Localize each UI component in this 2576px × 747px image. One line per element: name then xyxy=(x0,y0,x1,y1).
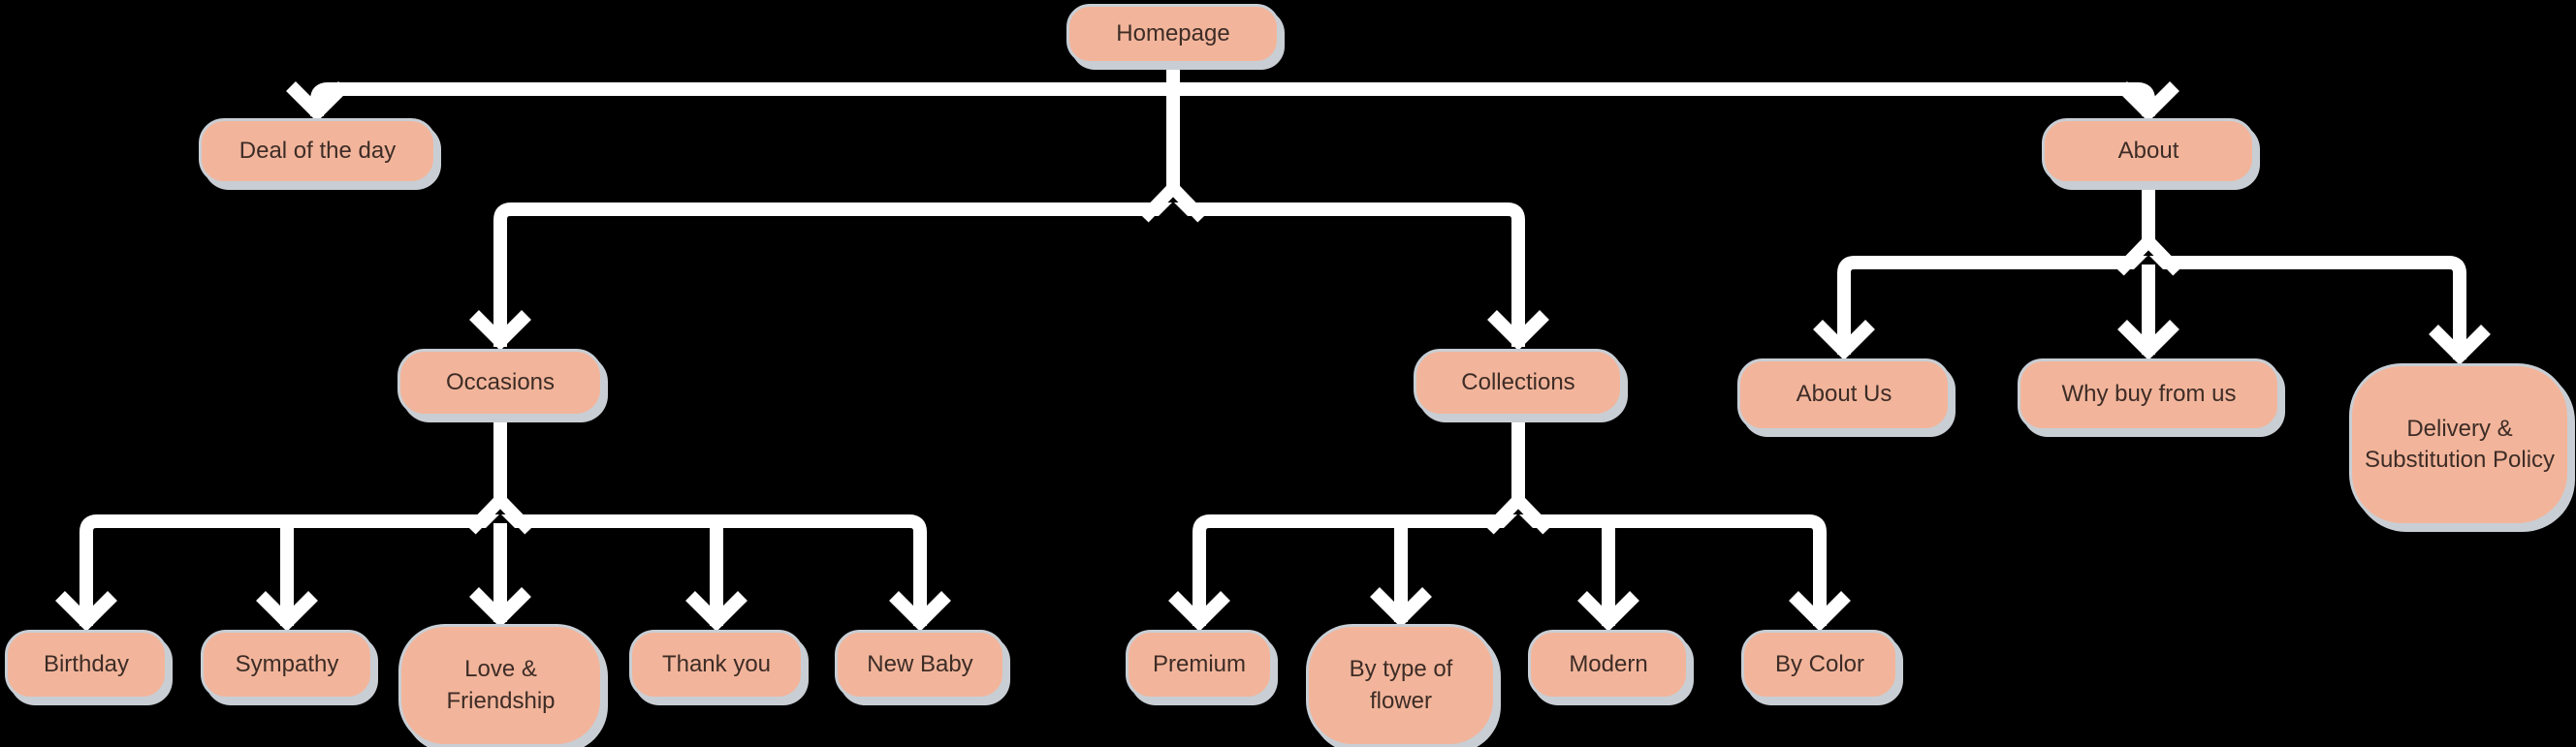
junction-tent xyxy=(1139,178,1207,223)
node-sympathy[interactable]: Sympathy xyxy=(201,630,373,700)
edge-level2-line xyxy=(493,202,1525,347)
node-label: About xyxy=(2117,137,2179,164)
arrowhead xyxy=(469,587,531,628)
node-new-baby[interactable]: New Baby xyxy=(835,630,1005,700)
node-modern[interactable]: Modern xyxy=(1528,630,1689,700)
junction-notch xyxy=(2133,255,2164,270)
arrowhead xyxy=(2429,325,2491,365)
node-label: New Baby xyxy=(867,650,973,677)
arrowhead xyxy=(2117,81,2179,122)
node-label: Premium xyxy=(1152,650,1246,677)
junction-tent xyxy=(1484,490,1552,535)
node-label: Delivery & Substitution Policy xyxy=(2364,415,2556,473)
junction-notch xyxy=(485,514,516,529)
arrowhead xyxy=(1370,587,1432,628)
node-label: Modern xyxy=(1569,650,1648,677)
junction-tent xyxy=(2115,232,2182,276)
node-collections[interactable]: Collections xyxy=(1414,349,1623,417)
arrowhead xyxy=(2117,320,2179,360)
arrowhead xyxy=(685,591,747,632)
node-label: Collections xyxy=(1461,368,1575,395)
arrowhead xyxy=(1168,591,1230,632)
node-label: Occasions xyxy=(445,368,556,395)
node-label: Sympathy xyxy=(235,650,339,677)
arrowhead xyxy=(889,591,951,632)
node-homepage[interactable]: Homepage xyxy=(1066,4,1280,64)
node-about[interactable]: About xyxy=(2042,118,2255,184)
node-birthday[interactable]: Birthday xyxy=(5,630,168,700)
node-label: By type of flower xyxy=(1349,656,1453,714)
node-occasions[interactable]: Occasions xyxy=(398,349,603,417)
node-by-color[interactable]: By Color xyxy=(1741,630,1898,700)
edge-level1-line xyxy=(310,82,2155,116)
node-deal-of-the-day[interactable]: Deal of the day xyxy=(199,118,436,184)
node-thank-you[interactable]: Thank you xyxy=(629,630,804,700)
arrowhead xyxy=(256,591,318,632)
arrowhead xyxy=(1789,591,1851,632)
junction-notch xyxy=(1158,202,1189,217)
edge-collections-rail xyxy=(1193,514,1827,626)
arrowhead xyxy=(1577,591,1639,632)
node-label: Birthday xyxy=(43,650,130,677)
node-label: Love & Friendship xyxy=(446,656,556,714)
node-label: By Color xyxy=(1774,650,1865,677)
node-by-type-of-flower[interactable]: By type of flower xyxy=(1306,624,1496,747)
arrowhead xyxy=(1487,310,1549,351)
node-label: Homepage xyxy=(1116,19,1230,47)
node-label: Why buy from us xyxy=(2061,381,2237,408)
junction-tent xyxy=(466,490,534,535)
node-delivery-substitution-policy[interactable]: Delivery & Substitution Policy xyxy=(2349,363,2570,526)
node-love-friendship[interactable]: Love & Friendship xyxy=(398,624,603,747)
node-label: About Us xyxy=(1796,381,1892,408)
arrowhead xyxy=(1813,320,1875,360)
node-why-buy-from-us[interactable]: Why buy from us xyxy=(2018,358,2280,431)
node-premium[interactable]: Premium xyxy=(1126,630,1273,700)
node-label: Deal of the day xyxy=(239,137,397,164)
arrowhead xyxy=(286,81,348,122)
arrowhead xyxy=(469,310,531,351)
node-label: Thank you xyxy=(661,650,772,677)
junction-notch xyxy=(1503,514,1534,529)
arrowhead xyxy=(55,591,117,632)
node-about-us[interactable]: About Us xyxy=(1737,358,1951,431)
